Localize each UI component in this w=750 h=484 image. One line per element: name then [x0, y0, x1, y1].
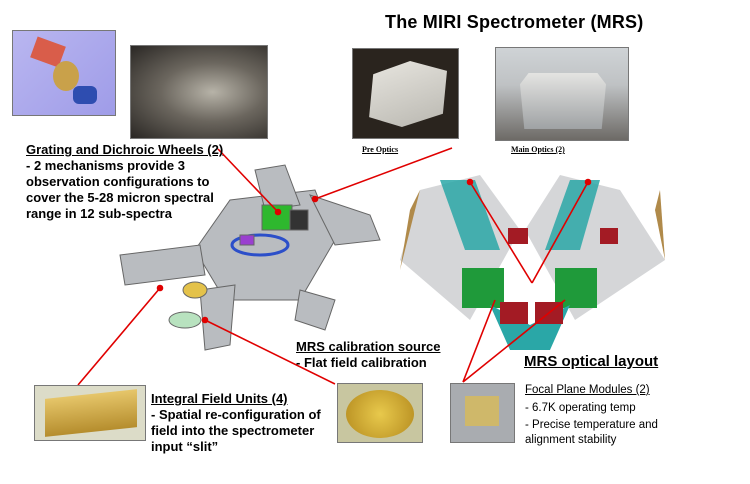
fpm-line: - Precise temperature and [525, 419, 658, 431]
grating-line: observation configurations to [26, 174, 210, 189]
pre-optics-photo [352, 48, 459, 139]
grating-heading: Grating and Dichroic Wheels (2) [26, 142, 224, 157]
calibration-source-photo [337, 383, 423, 443]
pointer-lines [77, 147, 592, 386]
calibration-line: - Flat field calibration [296, 355, 427, 370]
fpm-line: alignment stability [525, 434, 617, 446]
wheel-exploded-diagram [12, 30, 116, 116]
ifu-line: input “slit” [151, 439, 219, 454]
spectrometer-assembly [119, 164, 381, 351]
page-title: The MIRI Spectrometer (MRS) [385, 12, 644, 32]
main-optics-photo [495, 47, 629, 141]
grating-line: cover the 5-28 micron spectral [26, 190, 214, 205]
fpm-heading: Focal Plane Modules (2) [525, 384, 650, 396]
fpm-text: Focal Plane Modules (2) - 6.7K operating… [525, 383, 658, 448]
ifu-line: - Spatial re-configuration of [151, 407, 321, 422]
fpm-line: - 6.7K operating temp [525, 402, 636, 414]
ifu-photo [34, 385, 146, 441]
ifu-text: Integral Field Units (4) - Spatial re-co… [151, 391, 321, 455]
pre-optics-label: Pre Optics [362, 145, 399, 154]
optical-layout-heading: MRS optical layout [524, 353, 659, 370]
grating-line: - 2 mechanisms provide 3 [26, 158, 185, 173]
main-optics-label: Main Optics (2) [511, 145, 565, 154]
focal-plane-module-photo [450, 383, 515, 443]
optical-layout-diagram [400, 175, 665, 350]
ifu-line: field into the spectrometer [151, 423, 315, 438]
calibration-text: MRS calibration source - Flat field cali… [296, 339, 440, 371]
ifu-heading: Integral Field Units (4) [151, 391, 288, 406]
grating-wheels-text: Grating and Dichroic Wheels (2) - 2 mech… [26, 142, 223, 222]
grating-line: range in 12 sub-spectra [26, 206, 172, 221]
calibration-heading: MRS calibration source [296, 339, 441, 354]
wheel-assembly-photo [130, 45, 268, 139]
